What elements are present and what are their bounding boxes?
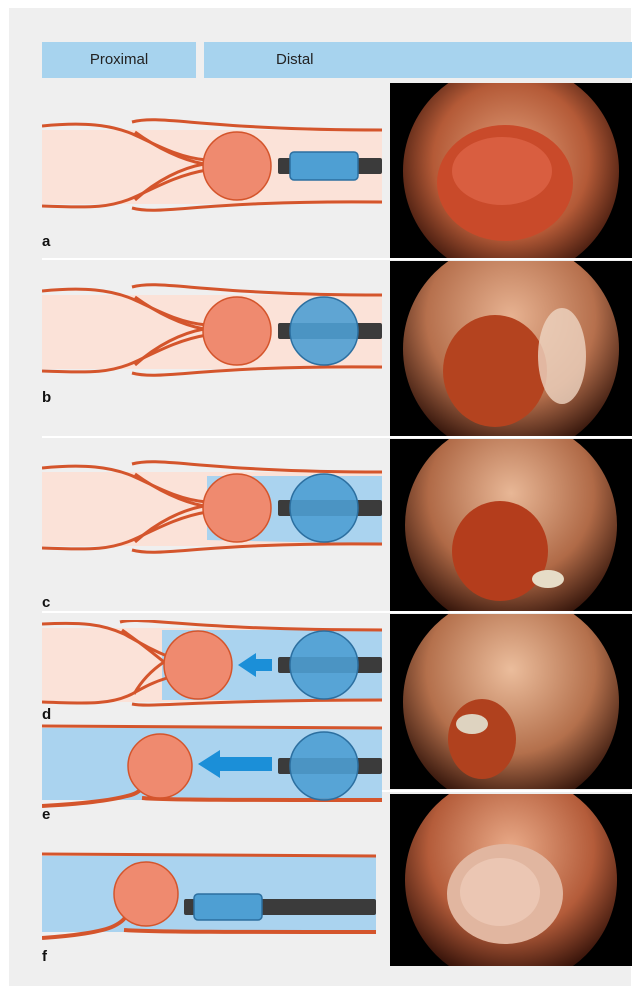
panel-label-d: d <box>42 706 51 723</box>
diagram-a <box>42 108 382 228</box>
deflated-balloon <box>194 894 262 920</box>
diagram-b <box>42 273 382 393</box>
stone <box>128 734 192 798</box>
endoscopic-photo-f <box>390 794 632 966</box>
panel-e-diagram: e <box>42 724 382 824</box>
duct-upper-wall <box>42 854 376 856</box>
separator <box>42 436 632 438</box>
endoscopic-photo-a <box>390 83 632 258</box>
stone <box>203 297 271 365</box>
stone <box>114 862 178 926</box>
separator <box>42 611 632 613</box>
panel-f-diagram: f <box>42 852 382 967</box>
stone <box>203 132 271 200</box>
inflated-balloon <box>290 474 358 542</box>
endoscopic-photo-c <box>390 439 632 611</box>
endoscopic-photo-b <box>390 261 632 436</box>
panel-label-b: b <box>42 389 51 406</box>
panel-label-c: c <box>42 594 50 611</box>
panel-label-f: f <box>42 948 47 965</box>
panel-a-diagram: a <box>42 108 382 258</box>
endoscopic-photo-d <box>390 614 632 789</box>
separator <box>42 258 632 260</box>
inflated-balloon <box>290 732 358 800</box>
diagram-e <box>42 724 382 814</box>
stone <box>164 631 232 699</box>
inflated-balloon <box>290 631 358 699</box>
panel-label-e: e <box>42 806 50 823</box>
diagram-f <box>42 852 382 952</box>
separator <box>382 790 632 792</box>
panel-b-diagram: b <box>42 273 382 433</box>
duct-upper-wall <box>42 726 382 728</box>
inflated-balloon <box>290 297 358 365</box>
deflated-balloon <box>290 152 358 180</box>
diagram-c <box>42 450 382 570</box>
panel-c-diagram: c <box>42 450 382 610</box>
panel-label-a: a <box>42 233 50 250</box>
panel-d-diagram: d <box>42 620 382 720</box>
diagram-d <box>42 620 382 710</box>
header-distal: Distal <box>204 42 632 78</box>
stone <box>203 474 271 542</box>
header-proximal: Proximal <box>42 42 196 78</box>
